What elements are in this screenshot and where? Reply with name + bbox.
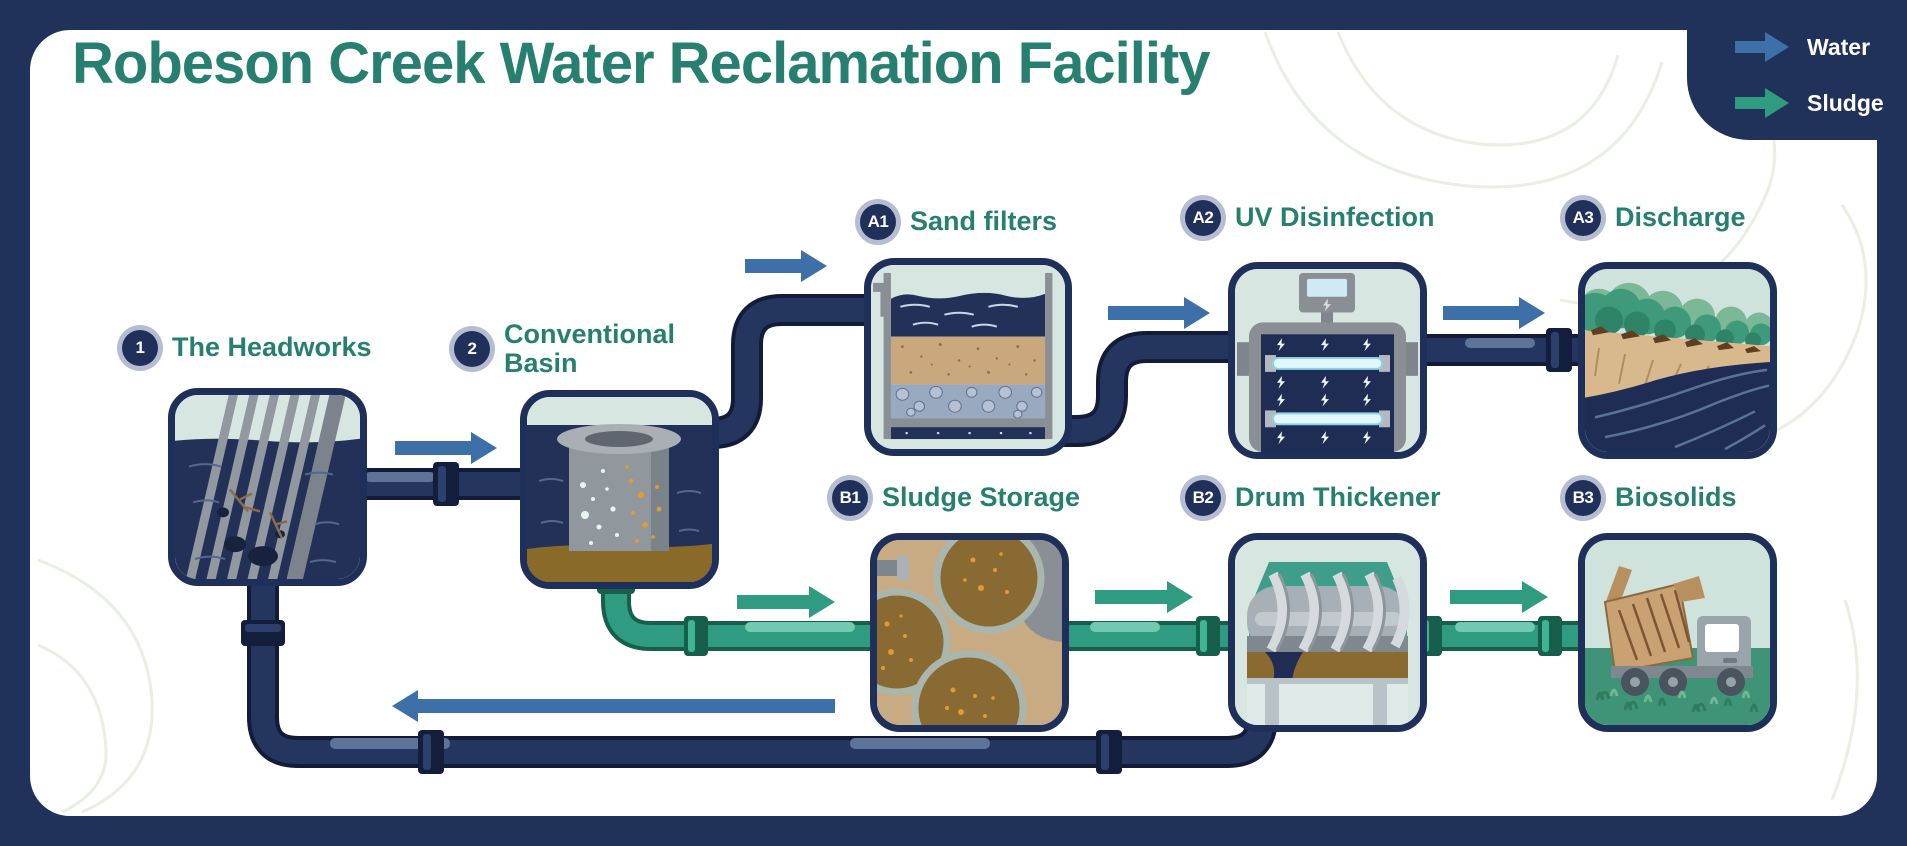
uv-lamps (1265, 355, 1390, 428)
storage-tanks (877, 540, 1045, 725)
storage-tanks-scene (877, 540, 1062, 725)
water-arrow-icon (1735, 32, 1789, 62)
basin-scene (527, 397, 712, 582)
discharge-illustration (1578, 262, 1777, 459)
stage-header-conventional-basin: 2 Conventional Basin (454, 319, 694, 379)
stage-header-sludge-storage: B1 Sludge Storage (832, 480, 1080, 516)
floc-particles (625, 465, 662, 543)
sludge-arrow-icon (1735, 88, 1789, 118)
stage-label: UV Disinfection (1235, 202, 1435, 233)
bar-screen-scene (175, 395, 360, 579)
sand-filter-scene (871, 265, 1065, 449)
stage-label: Sand filters (910, 206, 1058, 237)
stage-badge: B1 (832, 480, 868, 516)
screw-blades (1266, 571, 1410, 653)
air-bubbles (580, 469, 619, 545)
uv-disinfection-illustration (1228, 262, 1427, 459)
dump-truck (1603, 566, 1753, 696)
drum-scene (1235, 540, 1420, 725)
truck-scene (1585, 540, 1770, 725)
legend-item-water: Water (1735, 30, 1870, 64)
stage-header-drum-thickener: B2 Drum Thickener (1185, 480, 1441, 516)
river-streaks (1594, 368, 1770, 451)
river-scene (1585, 269, 1770, 452)
twigs (229, 488, 288, 539)
legend: Water Sludge (1687, 0, 1907, 140)
uv-chamber-scene (1235, 269, 1420, 452)
stage-badge: A3 (1565, 200, 1601, 236)
stage-label: The Headworks (172, 332, 372, 363)
stage-header-biosolids: B3 Biosolids (1565, 480, 1737, 516)
grass-tufts (1595, 690, 1759, 713)
cab-window (1705, 624, 1739, 652)
sludge-particles (881, 552, 1009, 718)
wheels (1621, 668, 1745, 696)
debris (217, 507, 285, 567)
stage-label: Sludge Storage (882, 482, 1081, 513)
bed-shield (1673, 576, 1705, 602)
legend-label: Water (1807, 33, 1871, 60)
bank-roots (1591, 326, 1761, 354)
stage-header-uv-disinfection: A2 UV Disinfection (1185, 200, 1435, 236)
biosolids-illustration (1578, 533, 1777, 732)
sludge-storage-illustration (870, 533, 1069, 732)
conventional-basin-illustration (520, 390, 719, 589)
stage-badge: 1 (122, 330, 158, 366)
river-water (1585, 361, 1770, 452)
stage-header-sand-filters: A1 Sand filters (860, 204, 1057, 240)
feed-stub (877, 560, 901, 576)
stage-badge: B2 (1185, 480, 1221, 516)
legend-label: Sludge (1807, 89, 1884, 116)
stage-label: Drum Thickener (1235, 482, 1441, 513)
tailgate (1605, 566, 1632, 608)
stage-badge: 2 (454, 331, 490, 368)
stage-badge: B3 (1565, 480, 1601, 516)
stage-header-discharge: A3 Discharge (1565, 200, 1746, 236)
settled-sludge (527, 544, 712, 582)
stage-badge: A2 (1185, 200, 1221, 236)
page-title: Robeson Creek Water Reclamation Facility (72, 31, 1211, 96)
stage-label: Discharge (1615, 202, 1746, 233)
stage-label: Biosolids (1615, 482, 1737, 513)
sand-layer (890, 336, 1046, 385)
stage-header-headworks: 1 The Headworks (122, 330, 372, 366)
headworks-illustration (168, 388, 367, 586)
stage-label: Conventional Basin (504, 319, 676, 379)
legend-item-sludge: Sludge (1735, 86, 1884, 120)
sand-filters-illustration (864, 258, 1072, 456)
drum-thickener-illustration (1228, 533, 1427, 732)
stage-badge: A1 (860, 204, 896, 240)
dump-bed (1603, 582, 1695, 674)
ripples (188, 463, 340, 564)
